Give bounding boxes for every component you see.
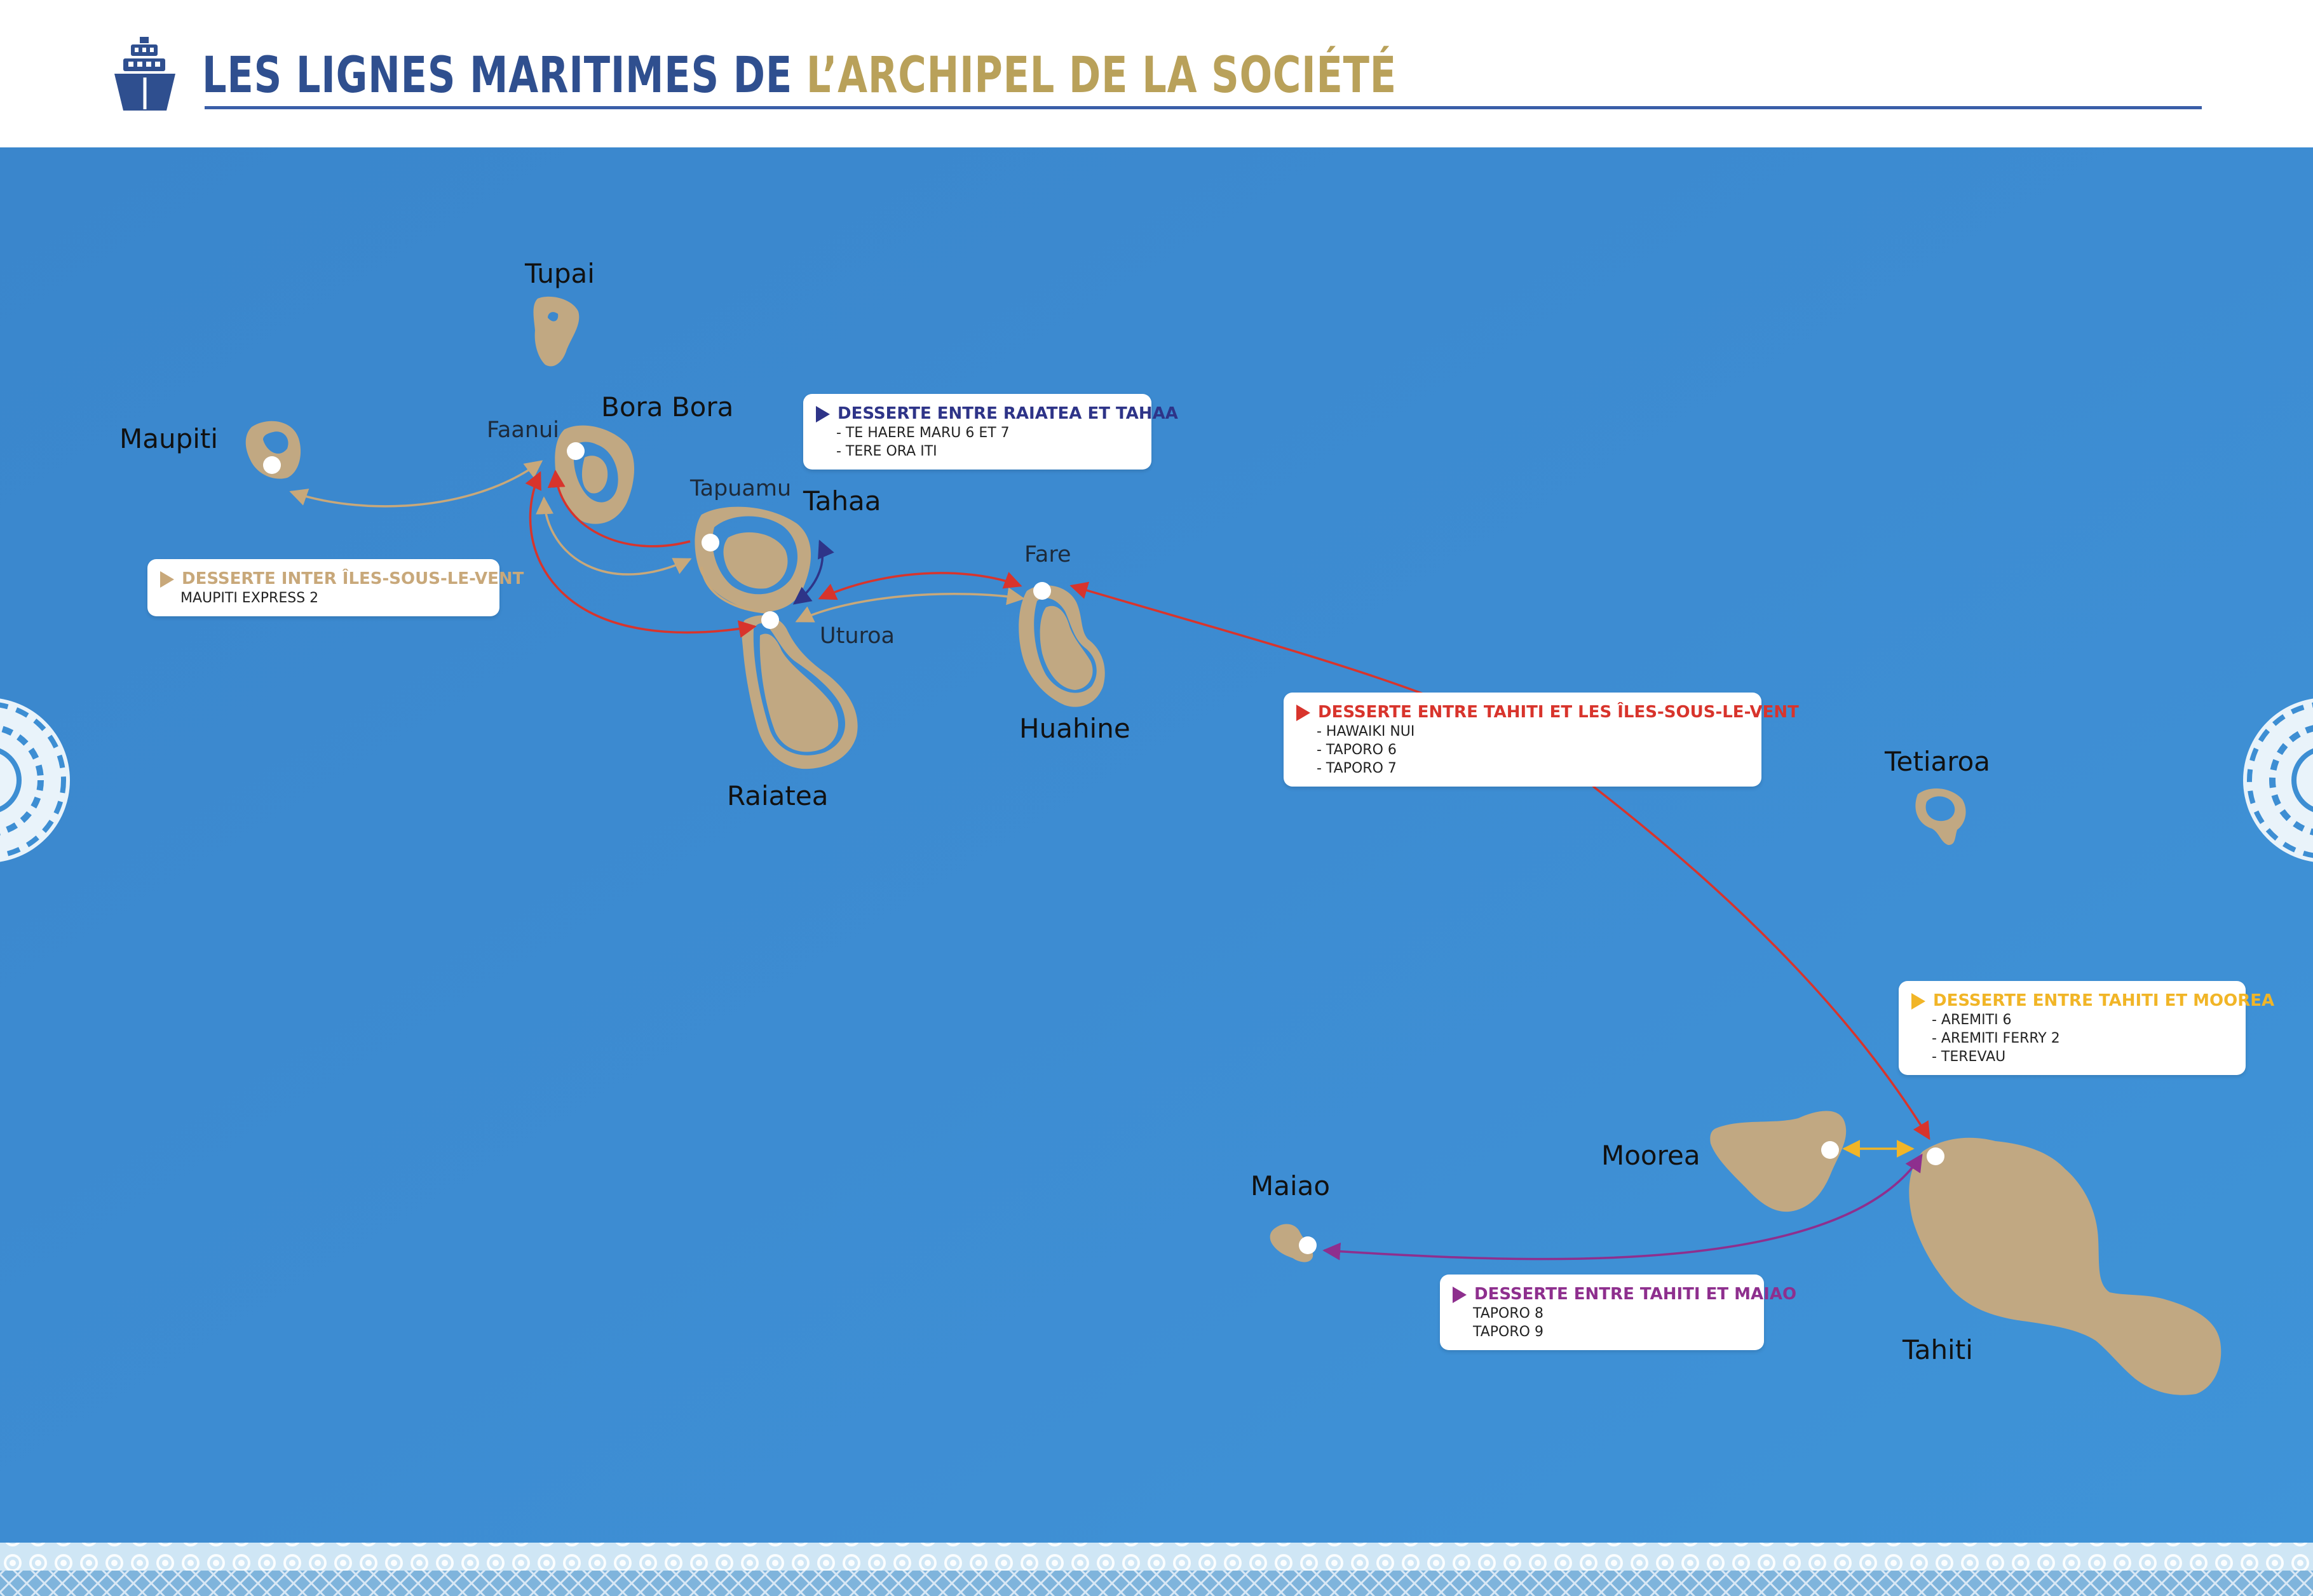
sea [0,147,2313,1596]
header: LES LIGNES MARITIMES DE L’ARCHIPEL DE LA… [0,0,2313,147]
legend-line: TAPORO 8 [1473,1306,1543,1322]
legend-inter-iles: DESSERTE INTER ÎLES-SOUS-LE-VENT MAUPITI… [147,559,524,617]
port-tapuamu [702,534,719,551]
island-label-bora-bora: Bora Bora [601,391,734,423]
play-triangle-icon [1911,992,1925,1010]
right-ornament [2243,698,2313,862]
legend-line: - HAWAIKI NUI [1317,724,1415,740]
legend-line: - TEREVAU [1932,1049,2006,1065]
maupiti-island [245,421,301,479]
legend-title: DESSERTE ENTRE TAHITI ET MAIAO [1474,1285,1797,1304]
legend-line: MAUPITI EXPRESS 2 [180,590,319,607]
route-tahiti-maiao [1322,1153,1923,1261]
left-ornament [0,698,70,862]
port-papeete [1927,1147,1944,1165]
legend-title: DESSERTE INTER ÎLES-SOUS-LE-VENT [182,569,524,588]
island-label-tahiti: Tahiti [1903,1334,1973,1365]
island-label-huahine: Huahine [1019,713,1130,744]
legend-title: DESSERTE ENTRE TAHITI ET MOOREA [1933,991,2275,1010]
legend-title: DESSERTE ENTRE TAHITI ET LES ÎLES-SOUS-L… [1318,703,1799,722]
play-triangle-icon [1453,1286,1467,1303]
port-maupiti [263,456,281,474]
legend-tahiti-moorea: DESSERTE ENTRE TAHITI ET MOOREA - AREMIT… [1899,981,2274,1076]
play-triangle-icon [160,571,174,588]
play-triangle-icon [1296,704,1310,721]
legend-line: - TAPORO 7 [1317,761,1397,777]
port-uturoa [761,611,779,629]
decorative-border [0,1543,2313,1596]
title-underline [205,106,2202,109]
huahine-island [1019,585,1105,707]
title-part-2: L’ARCHIPEL DE LA SOCIÉTÉ [806,47,1397,104]
tahiti-island [1909,1137,2221,1395]
legend-line: - AREMITI 6 [1932,1012,2012,1029]
legend-raiatea-tahaa: DESSERTE ENTRE RAIATEA ET TAHAA - TE HAE… [803,394,1178,470]
maiao-island [1270,1224,1313,1262]
port-moorea [1821,1141,1839,1159]
port-fare [1033,582,1051,600]
island-label-tetiaroa: Tetiaroa [1885,746,1991,777]
island-label-tahaa: Tahaa [803,485,881,517]
title-part-1: LES LIGNES MARITIMES DE [202,47,806,104]
island-label-tupai: Tupai [525,258,595,289]
port-label-tapuamu: Tapuamu [690,476,792,501]
island-label-moorea: Moorea [1601,1140,1700,1171]
tupai-island [533,296,580,367]
legend-line: - TE HAERE MARU 6 ET 7 [836,425,1010,442]
port-label-faanui: Faanui [487,417,559,443]
port-faanui [567,442,585,460]
legend-tahiti-iles: DESSERTE ENTRE TAHITI ET LES ÎLES-SOUS-L… [1284,693,1799,787]
port-maiao [1299,1236,1317,1254]
legend-line: TAPORO 9 [1473,1324,1543,1341]
raiatea-main [759,633,839,752]
legend-line: - TERE ORA ITI [836,443,937,460]
legend-line: - TAPORO 6 [1317,742,1397,759]
route-raiatea-tahaa-navy [792,539,834,605]
play-triangle-icon [816,405,830,423]
ship-icon [114,37,175,111]
legend-tahiti-maiao: DESSERTE ENTRE TAHITI ET MAIAO TAPORO 8 … [1440,1275,1796,1351]
port-label-fare: Fare [1024,542,1071,567]
port-label-uturoa: Uturoa [820,623,895,649]
island-label-maiao: Maiao [1251,1170,1331,1201]
legend-title: DESSERTE ENTRE RAIATEA ET TAHAA [838,404,1178,423]
route-maupiti-borabora [289,460,543,508]
route-borabora-raiatea-red [525,471,757,638]
island-label-raiatea: Raiatea [727,780,829,811]
island-label-maupiti: Maupiti [119,423,219,454]
legend-line: - AREMITI FERRY 2 [1932,1031,2060,1047]
route-raiatea-huahine-red [818,572,1022,600]
page-title: LES LIGNES MARITIMES DE L’ARCHIPEL DE LA… [202,51,1397,100]
tetiaroa-island [1915,788,1966,845]
